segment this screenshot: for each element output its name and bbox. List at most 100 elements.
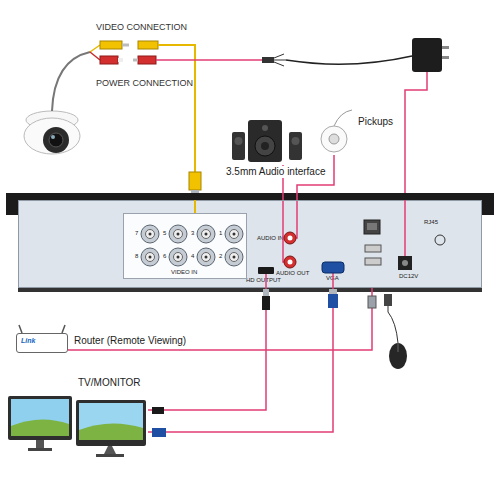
usb-port xyxy=(365,258,381,265)
channel-number: 7 xyxy=(135,230,138,237)
connection-label: POWER CONNECTION xyxy=(96,78,193,88)
channel-number: 6 xyxy=(163,253,166,260)
bnc-connector xyxy=(225,248,243,266)
bnc-connector xyxy=(141,248,159,266)
pickup-grille xyxy=(329,134,339,144)
bnc-shell xyxy=(225,248,243,266)
hdmi-wire xyxy=(265,274,267,288)
bnc-pin xyxy=(149,256,152,259)
bnc-insulator xyxy=(174,230,183,239)
port-label: AUDIO OUT xyxy=(276,270,309,277)
speaker-set: 3.5mm Audio interface xyxy=(228,115,306,165)
video-wire xyxy=(194,200,196,213)
adapter-cable xyxy=(286,56,412,64)
router: LinkRouter (Remote Viewing) xyxy=(16,333,68,353)
plug-pin xyxy=(133,59,138,62)
monitor-screen xyxy=(11,399,69,436)
bnc-pin xyxy=(177,233,180,236)
hdmi-port xyxy=(258,267,274,274)
satellite-speaker xyxy=(232,132,245,160)
port-label: AUDIO IN xyxy=(257,235,284,242)
bnc-connector xyxy=(197,225,215,243)
bnc-pin xyxy=(205,233,208,236)
bnc-insulator xyxy=(174,253,183,262)
bnc-pin xyxy=(233,233,236,236)
camera-cable xyxy=(52,52,90,111)
subwoofer xyxy=(248,120,282,162)
tv-frame xyxy=(76,400,146,446)
channel-number: 2 xyxy=(219,253,222,260)
rca-jack xyxy=(284,256,296,268)
bnc-connector xyxy=(141,225,159,243)
vga-wire xyxy=(332,273,334,288)
bnc-pin xyxy=(177,256,180,259)
pickup-mic: Pickups xyxy=(318,123,350,155)
port-label: VGA xyxy=(326,275,339,282)
camera-lens xyxy=(49,133,63,147)
cable-connector xyxy=(297,155,334,200)
dc-pin xyxy=(402,260,408,266)
pickup-cable xyxy=(334,110,352,126)
power-cable xyxy=(156,59,262,61)
rca-jack-ring xyxy=(288,236,293,241)
bnc-connector xyxy=(197,248,215,266)
bnc-shell xyxy=(197,248,215,266)
screen-lawn xyxy=(79,423,143,440)
woofer-cone xyxy=(255,136,275,156)
rca-jack-ring xyxy=(288,260,293,265)
power-adapter xyxy=(412,38,442,72)
audio-in-wire xyxy=(296,201,297,238)
power-socket xyxy=(100,56,118,64)
tv-screen xyxy=(79,403,143,440)
mouse xyxy=(389,343,407,369)
video-wire xyxy=(90,45,100,52)
power-splitter xyxy=(262,57,274,63)
video-plug xyxy=(100,41,122,49)
rj45-port xyxy=(364,220,380,234)
channel-number: 3 xyxy=(191,230,194,237)
mouse-button-split xyxy=(398,343,399,352)
bnc-shell xyxy=(141,225,159,243)
port-group-label: VIDEO IN xyxy=(171,269,197,276)
dc-cable xyxy=(405,72,427,200)
bnc-shell xyxy=(169,248,187,266)
power-wire xyxy=(90,52,100,60)
camera-dome xyxy=(24,118,80,154)
port-label: HD OUTPUT xyxy=(246,277,281,284)
monitor-frame xyxy=(8,396,72,440)
hdmi-plug-tip xyxy=(263,289,269,296)
vga-plug xyxy=(328,294,338,308)
bnc-shell xyxy=(169,225,187,243)
device-label: Pickups xyxy=(358,116,393,128)
tv-stand xyxy=(104,446,116,454)
tv-base xyxy=(96,454,124,457)
brand-mark: Link xyxy=(21,337,35,345)
pickup-body xyxy=(321,126,347,152)
dvr-bottom-edge xyxy=(18,288,482,292)
dc-jack xyxy=(398,256,412,270)
dc-wire xyxy=(404,200,406,256)
dvr-rear-panel: AUDIO INAUDIO OUTHD OUTPUTVGARJ45DC12V75… xyxy=(18,200,482,288)
channel-number: 1 xyxy=(219,230,222,237)
plug-pin xyxy=(122,44,129,47)
mouse-cable xyxy=(388,306,398,343)
vga-port xyxy=(322,262,344,273)
usb-plug xyxy=(384,294,392,306)
adapter-prong xyxy=(442,56,449,59)
bnc-connector xyxy=(225,225,243,243)
bnc-shell xyxy=(197,225,215,243)
bnc-connector xyxy=(169,225,187,243)
vga-plug-tip xyxy=(329,289,337,294)
channel-number: 4 xyxy=(191,253,194,260)
adapter-prong xyxy=(442,46,449,49)
channel-number: 5 xyxy=(163,230,166,237)
rj45-plug xyxy=(368,296,376,308)
device-label: Router (Remote Viewing) xyxy=(74,335,186,347)
screen-lawn xyxy=(11,419,69,436)
video-cable xyxy=(158,45,195,172)
cable-connector xyxy=(148,288,266,410)
bnc-pin xyxy=(149,233,152,236)
speaker-cone xyxy=(235,137,243,145)
video-input-panel: 75318642VIDEO IN xyxy=(123,213,247,279)
